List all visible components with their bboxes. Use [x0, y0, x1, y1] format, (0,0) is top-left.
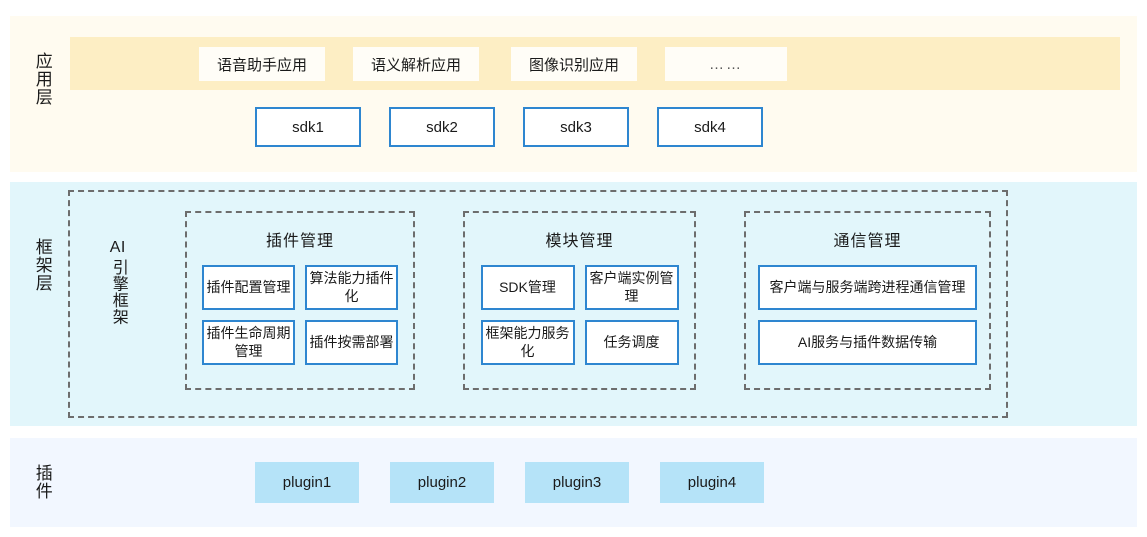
framework-layer-label: 框架层 — [32, 238, 52, 292]
ai-engine-label-latin: AI — [109, 239, 126, 256]
ai-engine-label-cjk: 引擎框架 — [109, 258, 127, 325]
framework-cell-ai-service-plugin-data-transfer[interactable]: AI服务与插件数据传输 — [758, 320, 977, 365]
framework-cell-task-scheduling[interactable]: 任务调度 — [584, 320, 679, 365]
framework-cell-plugin-config-management[interactable]: 插件配置管理 — [202, 265, 295, 310]
plugin-box-4[interactable]: plugin4 — [660, 462, 764, 503]
framework-group-communication-management: 通信管理 客户端与服务端跨进程通信管理 AI服务与插件数据传输 — [744, 211, 991, 390]
application-box-semantic-parsing[interactable]: 语义解析应用 — [353, 47, 479, 81]
framework-cell-plugin-on-demand-deployment[interactable]: 插件按需部署 — [305, 320, 398, 365]
application-box-more[interactable]: …… — [665, 47, 787, 81]
framework-cell-client-server-ipc-management[interactable]: 客户端与服务端跨进程通信管理 — [758, 265, 977, 310]
application-box-voice-assistant[interactable]: 语音助手应用 — [199, 47, 325, 81]
plugin-box-3[interactable]: plugin3 — [525, 462, 629, 503]
framework-group-plugin-management: 插件管理 插件配置管理 算法能力插件化 插件生命周期管理 插件按需部署 — [185, 211, 415, 390]
ai-engine-framework-label: AI 引擎框架 — [107, 238, 128, 325]
plugin-layer-label: 插件 — [32, 464, 52, 500]
sdk-box-1[interactable]: sdk1 — [255, 107, 361, 147]
sdk-box-3[interactable]: sdk3 — [523, 107, 629, 147]
application-box-image-recognition[interactable]: 图像识别应用 — [511, 47, 637, 81]
sdk-box-4[interactable]: sdk4 — [657, 107, 763, 147]
framework-group-title: 模块管理 — [545, 233, 614, 250]
framework-cell-client-instance-management[interactable]: 客户端实例管理 — [584, 265, 679, 310]
framework-group-cells: SDK管理 客户端实例管理 框架能力服务化 任务调度 — [465, 265, 694, 365]
ai-engine-framework-container — [68, 190, 1008, 418]
plugin-box-1[interactable]: plugin1 — [255, 462, 359, 503]
framework-group-cells: 插件配置管理 算法能力插件化 插件生命周期管理 插件按需部署 — [187, 265, 413, 365]
framework-cell-sdk-management[interactable]: SDK管理 — [480, 265, 575, 310]
framework-group-cells: 客户端与服务端跨进程通信管理 AI服务与插件数据传输 — [746, 265, 989, 365]
framework-cell-plugin-lifecycle-management[interactable]: 插件生命周期管理 — [202, 320, 295, 365]
framework-cell-algorithm-pluginization[interactable]: 算法能力插件化 — [305, 265, 398, 310]
framework-group-title: 插件管理 — [265, 233, 334, 250]
framework-cell-framework-capability-servicing[interactable]: 框架能力服务化 — [480, 320, 575, 365]
framework-group-module-management: 模块管理 SDK管理 客户端实例管理 框架能力服务化 任务调度 — [463, 211, 696, 390]
application-layer-label: 应用层 — [32, 52, 52, 106]
plugin-box-2[interactable]: plugin2 — [390, 462, 494, 503]
framework-group-title: 通信管理 — [833, 233, 902, 250]
sdk-box-2[interactable]: sdk2 — [389, 107, 495, 147]
